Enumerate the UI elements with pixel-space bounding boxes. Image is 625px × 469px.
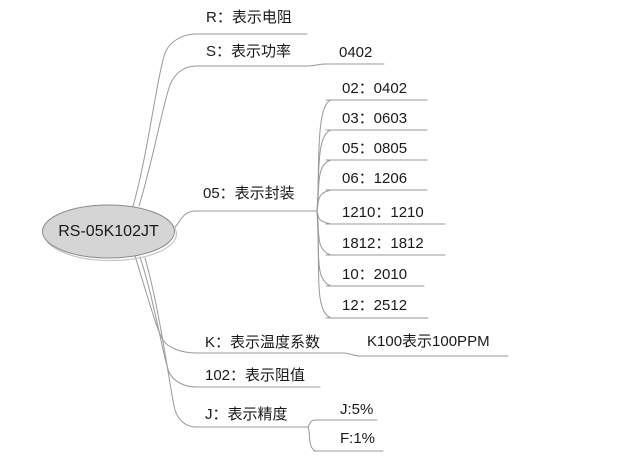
topic-pkg-10-label: 10：2010 [342, 266, 408, 283]
topic-f1-label: F:1% [340, 430, 376, 447]
topic-package-label: 05：表示封装 [203, 185, 295, 202]
root-node-ellipse [42, 204, 175, 259]
root-node-shape [42, 204, 178, 262]
topic-pkg-12-label: 12：2512 [342, 297, 408, 314]
topic-j5-label: J:5% [340, 401, 374, 418]
topic-pkg-06-label: 06：1206 [342, 170, 408, 187]
topic-0402-label: 0402 [339, 44, 373, 61]
topic-pkg-02-label: 02：0402 [342, 80, 408, 97]
topic-s-label: S：表示功率 [206, 43, 292, 60]
branch-connectors [132, 33, 509, 452]
topic-k100-label: K100表示100PPM [367, 333, 490, 350]
topic-r-label: R：表示电阻 [206, 9, 292, 26]
root-node-label: RS-05K102JT [58, 222, 159, 240]
topic-pkg-03-label: 03：0603 [342, 110, 408, 127]
topic-k-label: K：表示温度系数 [205, 334, 321, 351]
topic-pkg-1812-label: 1812：1812 [342, 235, 424, 252]
topic-j-label: J：表示精度 [205, 406, 288, 423]
topic-pkg-05-label: 05：0805 [342, 140, 408, 157]
topic-pkg-1210-label: 1210：1210 [342, 204, 424, 221]
topic-102-label: 102：表示阻值 [205, 367, 306, 384]
